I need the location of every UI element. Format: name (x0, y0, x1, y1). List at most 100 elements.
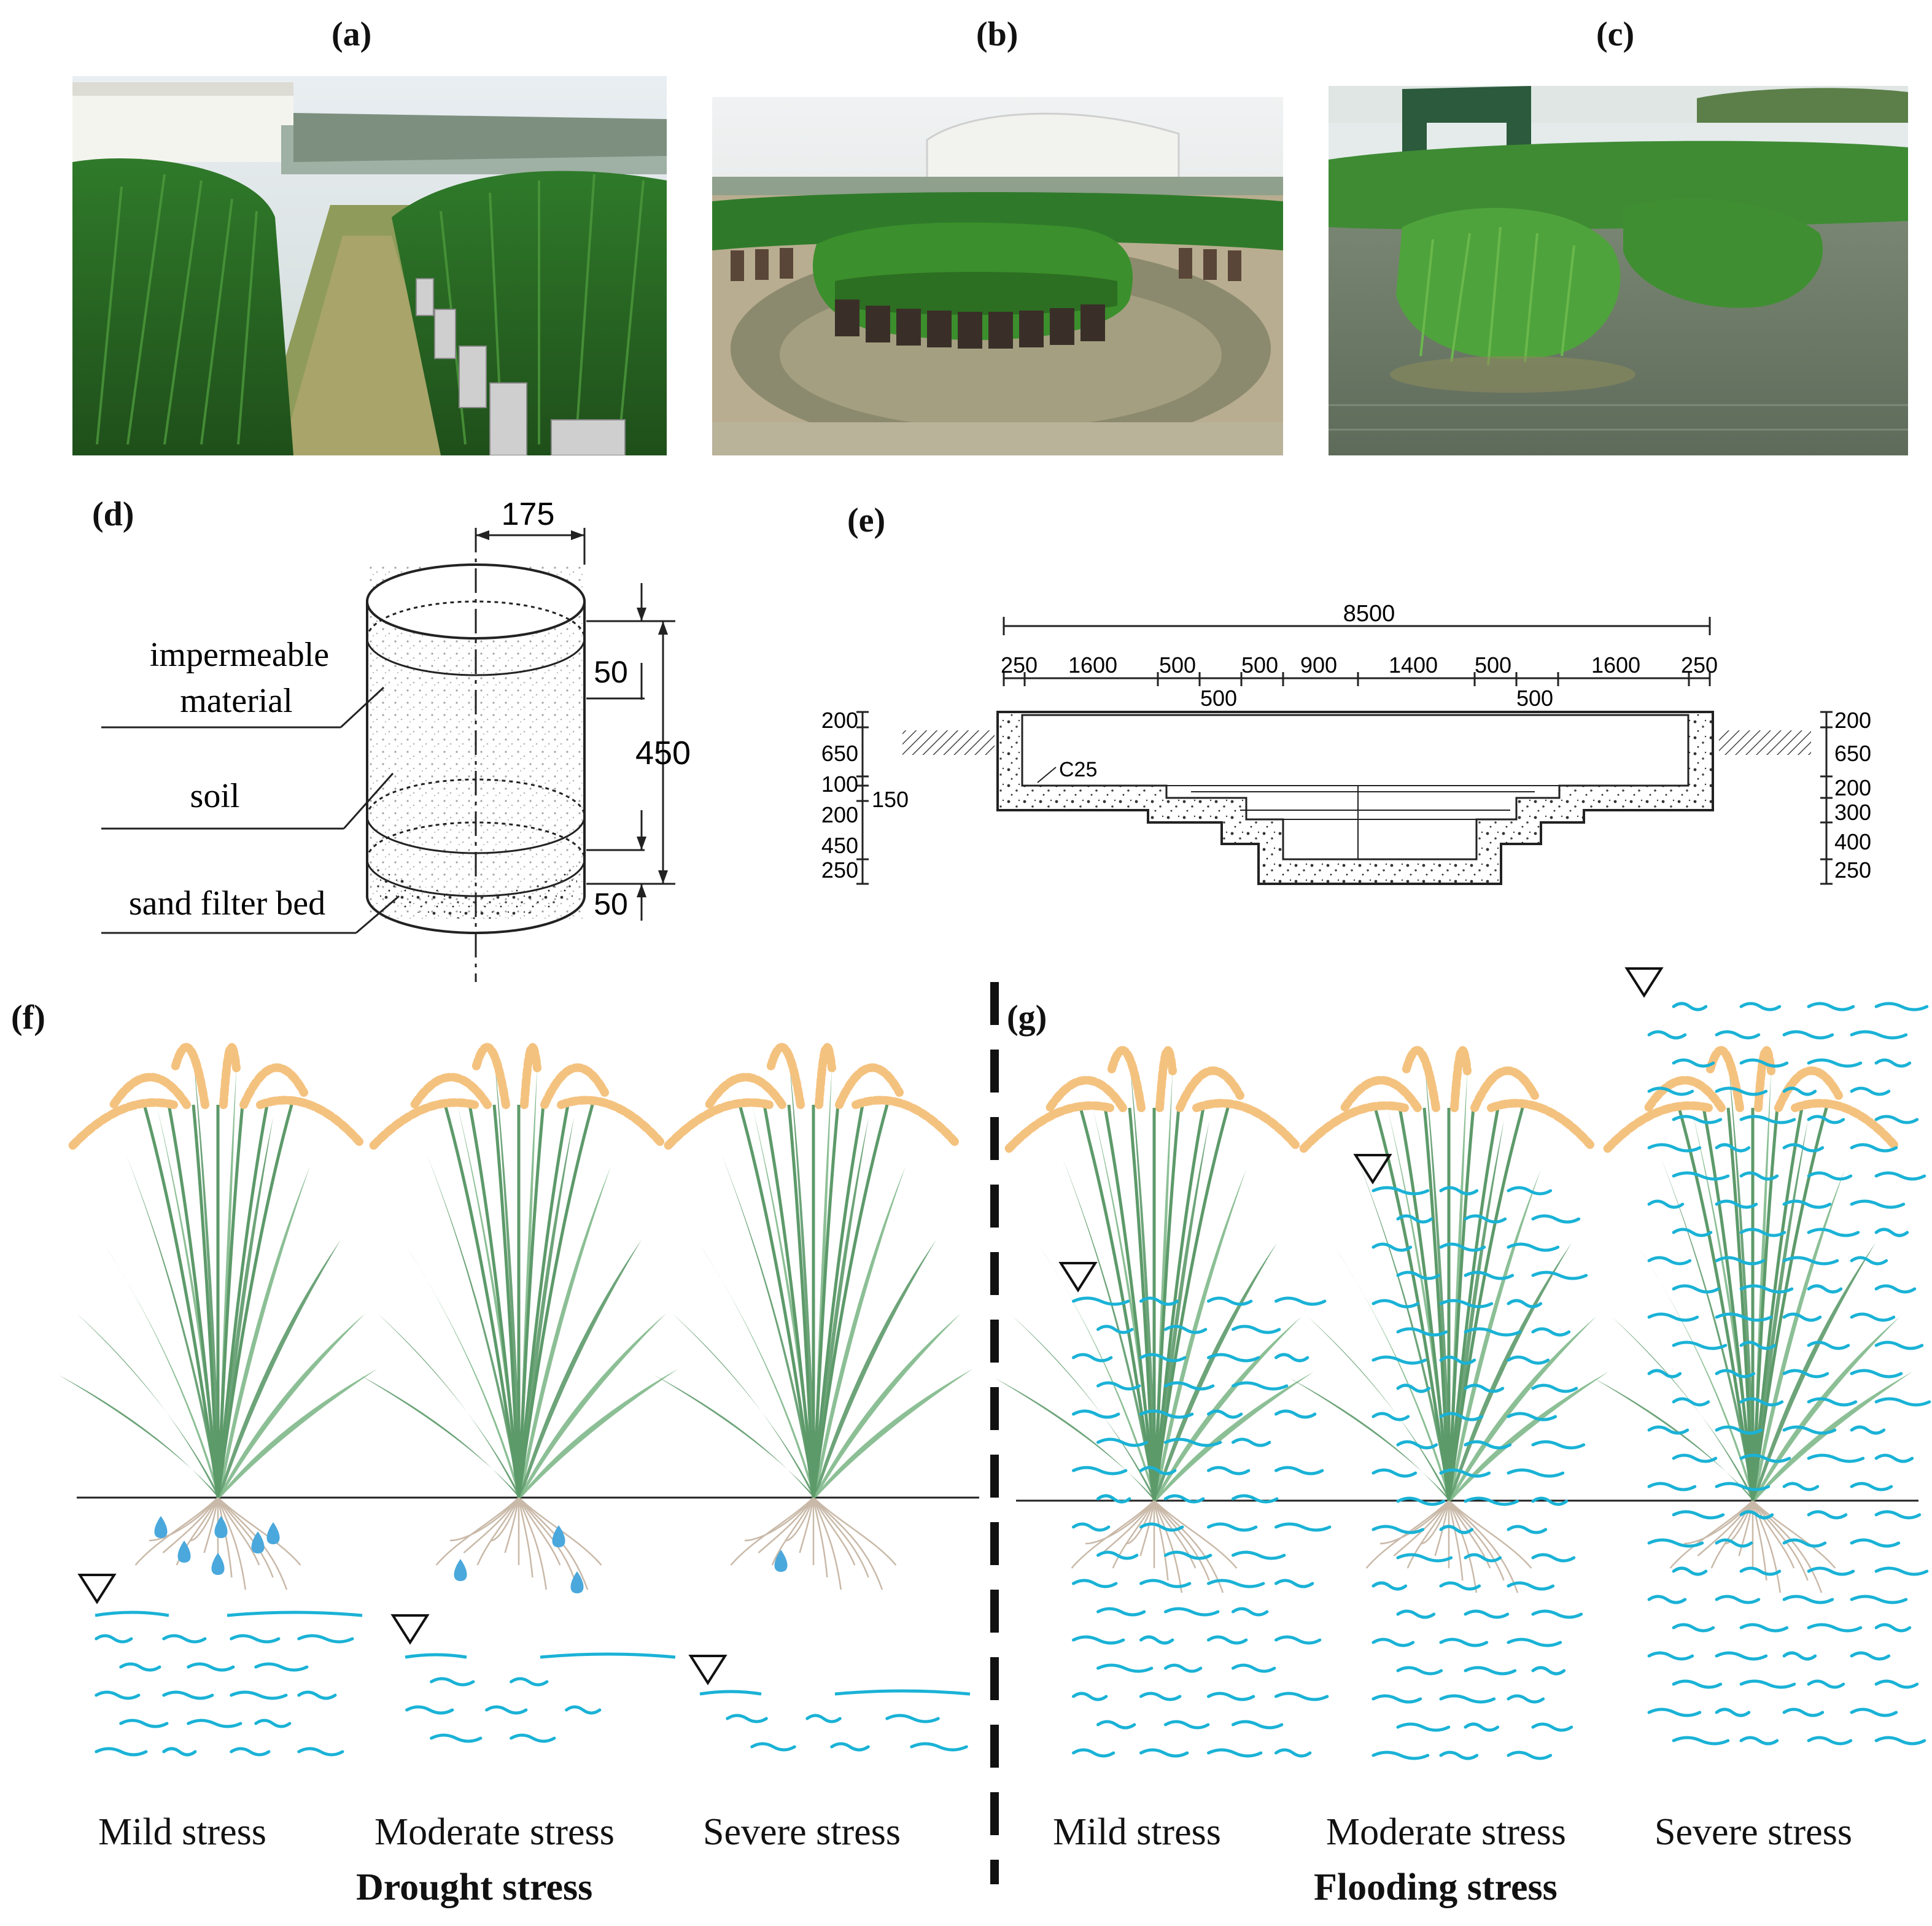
water-wave-flood-moderate-43 (1439, 1581, 1481, 1591)
water-wave-flood-mild-6 (1231, 1325, 1281, 1334)
water-wave-flood-mild-21 (1071, 1466, 1128, 1475)
water-wave-flood-severe-3 (1874, 1002, 1929, 1011)
water-wave-flood-severe-85 (1715, 1595, 1761, 1604)
water-wave-flood-mild-7 (1071, 1353, 1113, 1363)
water-wave-flood-moderate-14 (1507, 1299, 1543, 1309)
water-wave-flood-severe-12 (1647, 1086, 1694, 1096)
water-wave-flood-moderate-59 (1531, 1722, 1573, 1732)
water-wave-flood-mild-46 (1096, 1663, 1154, 1673)
water-wave-flood-severe-38 (1782, 1256, 1839, 1266)
water-wave-drought-mild-3 (297, 1634, 354, 1644)
pool-right-depth-2: 650 (1834, 741, 1871, 766)
water-wave-flood-severe-50 (1807, 1340, 1850, 1350)
water-wave-drought-moderate-6 (510, 1733, 556, 1743)
water-wave-flood-mild-49 (1071, 1692, 1108, 1701)
water-wave-flood-mild-26 (1163, 1494, 1205, 1504)
water-wave-flood-moderate-57 (1396, 1722, 1451, 1732)
water-wave-flood-severe-103 (1850, 1707, 1898, 1717)
water-wave-flood-severe-33 (1739, 1228, 1787, 1237)
pot-label-sand-filter-bed: sand filter bed (129, 884, 325, 922)
pot-label-soil: soil (190, 777, 240, 815)
water-wave-flood-mild-30 (1206, 1522, 1258, 1532)
water-wave-flood-mild-37 (1206, 1579, 1265, 1588)
water-wave-flood-severe-6 (1782, 1030, 1834, 1040)
water-wave-flood-severe-25 (1739, 1171, 1779, 1181)
water-wave-flood-severe-84 (1647, 1595, 1687, 1604)
water-wave-flood-mild-3 (1274, 1296, 1327, 1306)
water-wave-flood-severe-42 (1807, 1284, 1843, 1294)
water-wave-flood-severe-17 (1739, 1115, 1796, 1124)
water-drop-10 (454, 1559, 467, 1581)
water-wave-flood-severe-60 (1647, 1425, 1690, 1435)
water-wave-flood-severe-67 (1874, 1453, 1914, 1463)
water-wave-flood-severe-5 (1715, 1030, 1761, 1040)
flood-moderate-caption: Moderate stress (1326, 1811, 1566, 1853)
water-wave-flood-severe-104 (1672, 1736, 1730, 1746)
water-wave-flood-severe-86 (1782, 1595, 1834, 1604)
pool-lower-seg-2: 500 (1516, 686, 1553, 711)
water-wave-drought-severe-5 (910, 1742, 968, 1752)
pot-bottom-layer-dim: 50 (594, 887, 628, 921)
water-drop-3 (251, 1531, 265, 1553)
water-wave-flood-moderate-39 (1396, 1553, 1453, 1563)
water-wave-flood-severe-48 (1672, 1340, 1728, 1350)
flood-title: Flooding stress (1314, 1866, 1558, 1908)
water-wave-flood-moderate-28 (1464, 1440, 1512, 1450)
water-wave-flood-severe-57 (1739, 1397, 1784, 1407)
pool-left-depth-4: 200 (821, 802, 858, 827)
water-wave-flood-moderate-8 (1507, 1242, 1560, 1252)
water-wave-flood-severe-31 (1850, 1199, 1906, 1209)
water-wave-flood-mild-53 (1096, 1720, 1136, 1730)
water-wave-flood-moderate-3 (1396, 1214, 1433, 1224)
water-level-marker-drought-severe (688, 1655, 727, 1685)
water-wave-flood-mild-59 (1274, 1748, 1312, 1758)
water-wave-flood-moderate-19 (1439, 1355, 1476, 1365)
pool-left-depth-1: 200 (821, 708, 858, 733)
drought-rice-plant-3 (654, 1043, 973, 1590)
water-wave-flood-severe-36 (1647, 1256, 1692, 1266)
photo-rice-pot-rows (72, 76, 667, 455)
water-wave-flood-moderate-32 (1507, 1468, 1565, 1478)
water-wave-drought-mild-12 (187, 1719, 242, 1728)
water-wave-drought-mild-17 (297, 1747, 344, 1757)
water-wave-flood-severe-49 (1739, 1340, 1777, 1350)
water-wave-flood-severe-54 (1782, 1369, 1829, 1379)
water-wave-flood-mild-13 (1231, 1381, 1289, 1391)
water-wave-drought-mild-4 (119, 1662, 161, 1672)
water-wave-flood-severe-100 (1647, 1707, 1702, 1717)
water-wave-flood-severe-52 (1647, 1369, 1682, 1379)
water-wave-flood-severe-45 (1715, 1312, 1773, 1322)
water-wave-flood-severe-74 (1807, 1510, 1848, 1520)
water-wave-flood-moderate-45 (1396, 1609, 1436, 1619)
pot-height-dim: 450 (635, 735, 691, 772)
water-wave-flood-severe-7 (1850, 1030, 1908, 1040)
water-wave-flood-severe-13 (1715, 1086, 1768, 1096)
water-wave-flood-moderate-26 (1507, 1412, 1558, 1421)
pool-seg-2: 1600 (1068, 652, 1117, 678)
water-wave-flood-moderate-41 (1531, 1553, 1576, 1563)
drought-title: Drought stress (356, 1866, 593, 1908)
water-wave-flood-severe-106 (1807, 1736, 1853, 1746)
water-wave-flood-mild-44 (1206, 1635, 1248, 1645)
water-wave-flood-moderate-1 (1439, 1186, 1479, 1196)
water-wave-flood-moderate-53 (1531, 1666, 1566, 1676)
pool-seg-8: 1600 (1591, 652, 1640, 678)
water-wave-flood-severe-23 (1850, 1143, 1898, 1153)
water-wave-drought-mild-0 (95, 1634, 133, 1644)
water-wave-flood-moderate-17 (1531, 1327, 1571, 1337)
water-wave-flood-mild-14 (1071, 1409, 1120, 1419)
water-wave-flood-mild-4 (1096, 1325, 1134, 1334)
pot-label-impermeable: impermeable (150, 636, 329, 674)
water-wave-flood-severe-29 (1715, 1199, 1758, 1209)
water-wave-flood-severe-27 (1874, 1171, 1926, 1181)
water-wave-flood-mild-9 (1206, 1353, 1260, 1363)
water-wave-flood-moderate-52 (1464, 1666, 1517, 1676)
water-wave-flood-severe-58 (1807, 1397, 1858, 1407)
water-wave-flood-moderate-20 (1507, 1355, 1550, 1365)
drought-moderate-surface-1 (405, 1653, 467, 1659)
water-wave-flood-severe-56 (1672, 1397, 1710, 1407)
water-wave-flood-severe-51 (1874, 1340, 1924, 1350)
pool-seg-6: 1400 (1389, 652, 1438, 678)
water-wave-flood-severe-4 (1647, 1030, 1687, 1040)
water-wave-flood-severe-63 (1850, 1425, 1886, 1435)
